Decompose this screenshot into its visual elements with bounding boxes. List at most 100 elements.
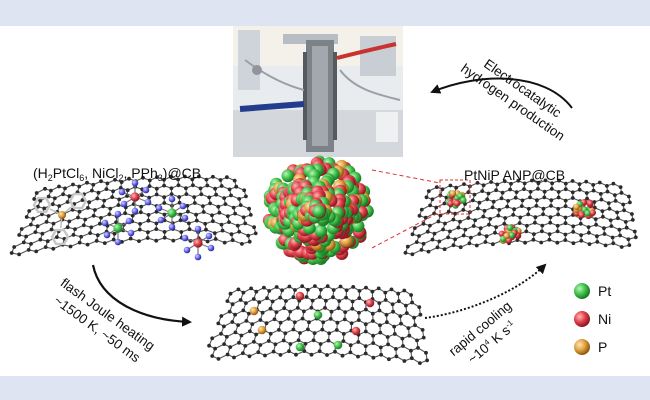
legend-label-pt: Pt bbox=[598, 283, 611, 299]
carbon-atom bbox=[216, 321, 221, 326]
carbon-atom bbox=[522, 181, 527, 186]
carbon-atom bbox=[247, 311, 251, 316]
carbon-atom bbox=[262, 285, 266, 290]
carbon-atom bbox=[296, 338, 301, 343]
carbon-atom bbox=[154, 227, 159, 232]
carbon-atom bbox=[288, 342, 293, 346]
carbon-atom bbox=[288, 309, 293, 314]
carbon-atom bbox=[219, 184, 224, 188]
carbon-atom bbox=[227, 220, 231, 225]
carbon-atom bbox=[184, 186, 188, 191]
carbon-atom bbox=[606, 201, 611, 206]
carbon-atom bbox=[320, 327, 325, 332]
carbon-atom bbox=[446, 235, 450, 240]
carbon-atom bbox=[487, 222, 491, 227]
carbon-atom bbox=[65, 225, 70, 230]
carbon-atom bbox=[236, 323, 241, 327]
carbon-atom bbox=[462, 182, 466, 187]
carbon-atom bbox=[219, 314, 224, 318]
carbon-atom bbox=[253, 231, 258, 236]
carbon-atom bbox=[410, 232, 415, 237]
carbon-atom bbox=[222, 240, 227, 245]
carbon-atom bbox=[363, 344, 368, 348]
carbon-atom bbox=[154, 238, 159, 243]
carbon-atom bbox=[466, 216, 471, 220]
carbon-atom bbox=[356, 354, 360, 359]
cluster-atom bbox=[508, 232, 515, 239]
carbon-atom bbox=[169, 174, 173, 179]
carbon-atom bbox=[213, 186, 218, 191]
carbon-atom bbox=[421, 241, 426, 246]
carbon-atom bbox=[605, 189, 610, 194]
chlorine-atom bbox=[194, 253, 202, 261]
cluster-atom bbox=[584, 210, 591, 217]
carbon-atom bbox=[281, 338, 286, 343]
carbon-atom bbox=[325, 284, 330, 289]
carbon-atom bbox=[619, 191, 624, 195]
carbon-atom bbox=[448, 183, 453, 188]
carbon-atom bbox=[400, 336, 405, 341]
carbon-atom bbox=[556, 190, 561, 194]
carbon-atom bbox=[194, 212, 199, 217]
carbon-atom bbox=[282, 306, 287, 311]
carbon-atom bbox=[488, 217, 493, 221]
carbon-atom bbox=[593, 217, 598, 222]
carbon-atom bbox=[526, 212, 531, 217]
carbon-atom bbox=[497, 208, 502, 212]
carbon-atom bbox=[176, 177, 181, 182]
carbon-atom bbox=[627, 243, 632, 248]
carbon-atom bbox=[116, 203, 121, 208]
carbon-atom bbox=[287, 284, 292, 289]
chlorine-atom bbox=[127, 229, 135, 237]
carbon-atom bbox=[177, 200, 182, 205]
carbon-atom bbox=[83, 217, 88, 222]
carbon-atom bbox=[348, 343, 353, 348]
carbon-atom bbox=[543, 178, 548, 183]
product-label: PtNiP ANP@CB bbox=[464, 167, 565, 183]
graphene-sheet-intermediate bbox=[207, 284, 429, 365]
carbon-atom bbox=[114, 220, 118, 225]
carbon-atom bbox=[227, 309, 232, 314]
carbon-atom bbox=[29, 242, 33, 246]
chlorine-atom bbox=[120, 200, 128, 208]
carbon-atom bbox=[108, 206, 113, 211]
carbon-atom bbox=[514, 190, 519, 195]
carbon-atom bbox=[43, 186, 47, 191]
carbon-atom bbox=[17, 252, 21, 257]
element-legend: Pt Ni P bbox=[574, 283, 611, 355]
carbon-atom bbox=[252, 339, 256, 344]
single-atom bbox=[295, 342, 305, 352]
carbon-atom bbox=[541, 206, 546, 211]
carbon-atom bbox=[117, 197, 122, 202]
carbon-atom bbox=[33, 230, 38, 235]
legend-swatch-pt bbox=[574, 283, 590, 299]
carbon-atom bbox=[325, 353, 329, 357]
carbon-atom bbox=[146, 230, 150, 235]
carbon-atom bbox=[364, 285, 368, 290]
carbon-atom bbox=[611, 181, 616, 186]
carbon-atom bbox=[571, 241, 576, 246]
carbon-atom bbox=[391, 309, 395, 314]
carbon-atom bbox=[169, 186, 174, 191]
carbon-atom bbox=[214, 192, 219, 197]
carbon-atom bbox=[613, 193, 617, 198]
carbon-atom bbox=[233, 330, 238, 335]
metal-center bbox=[167, 208, 177, 218]
carbon-atom bbox=[602, 226, 606, 231]
carbon-atom bbox=[630, 218, 635, 222]
carbon-atom bbox=[390, 302, 395, 307]
carbon-atom bbox=[71, 233, 76, 237]
carbon-atom bbox=[79, 234, 83, 239]
carbon-atom bbox=[87, 200, 92, 205]
carbon-atom bbox=[533, 215, 538, 220]
lab-photo bbox=[233, 26, 403, 157]
carbon-atom bbox=[348, 350, 353, 355]
carbon-atom bbox=[298, 331, 302, 335]
carbon-atom bbox=[264, 321, 269, 326]
carbon-atom bbox=[535, 198, 539, 203]
carbon-atom bbox=[125, 194, 129, 198]
carbon-atom bbox=[52, 196, 57, 201]
carbon-atom bbox=[110, 195, 115, 200]
carbon-atom bbox=[383, 298, 388, 302]
platinum-chloride-molecule bbox=[101, 210, 135, 246]
